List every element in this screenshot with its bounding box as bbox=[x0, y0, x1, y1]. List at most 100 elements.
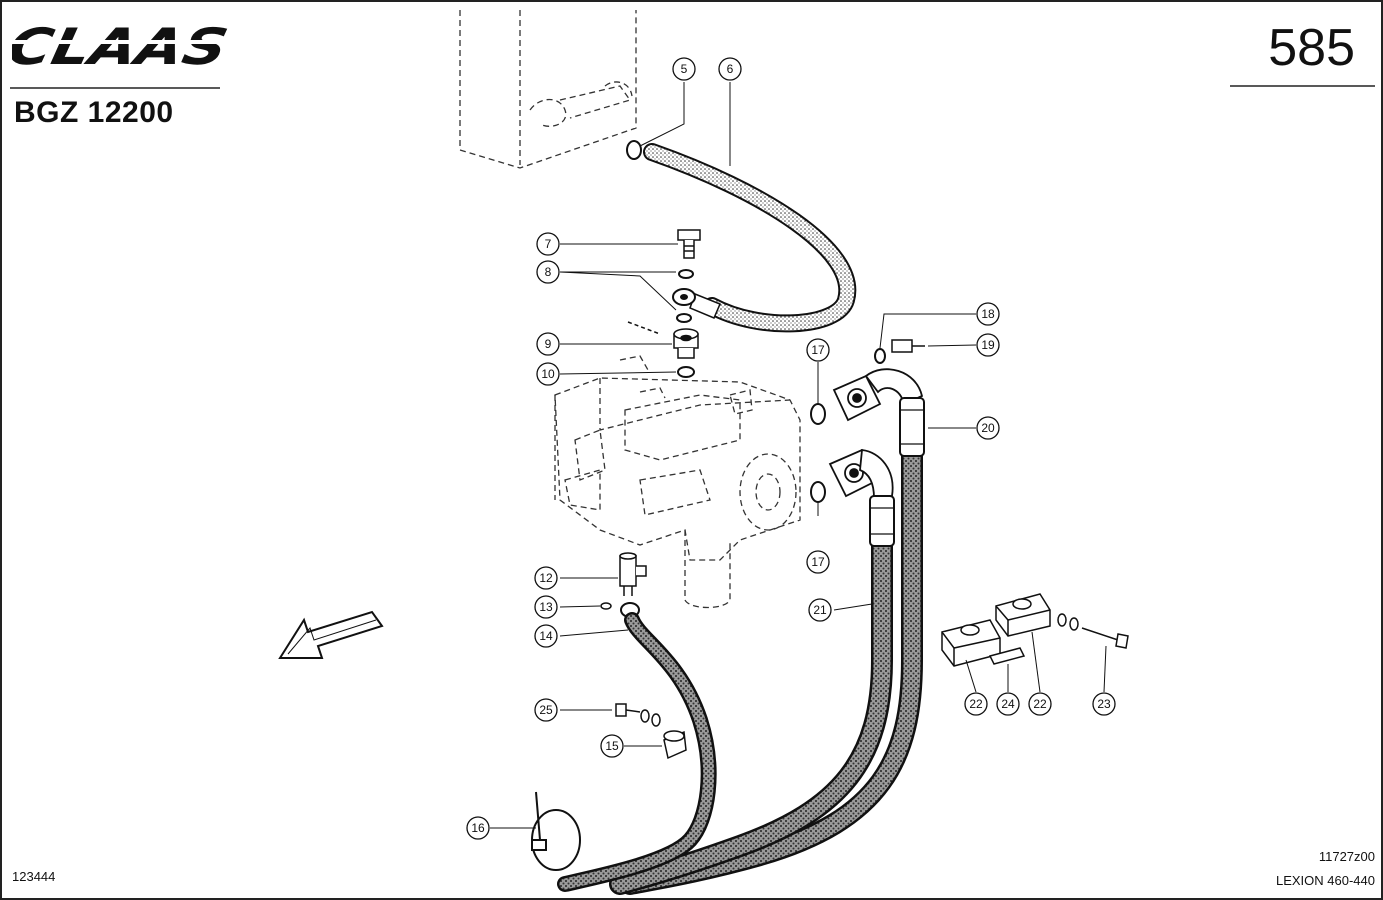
callout-label: 16 bbox=[471, 821, 485, 835]
callout-circle bbox=[672, 57, 696, 81]
callout-14: 14 bbox=[534, 624, 558, 648]
callout-label: 8 bbox=[545, 265, 552, 279]
callout-label: 17 bbox=[811, 555, 825, 569]
callout-18: 18 bbox=[976, 302, 1000, 326]
callout-9: 9 bbox=[536, 332, 560, 356]
washer-part-18 bbox=[874, 348, 886, 364]
tank-outline bbox=[459, 10, 637, 169]
washer-part-8a bbox=[678, 269, 694, 279]
hose-fitting bbox=[672, 288, 721, 319]
callout-label: 21 bbox=[813, 603, 827, 617]
clamp-block-part-22b bbox=[995, 593, 1051, 637]
callout-22: 22 bbox=[1028, 692, 1052, 716]
callout-circle bbox=[534, 624, 558, 648]
washer-part-8b bbox=[676, 313, 692, 323]
callout-label: 5 bbox=[681, 62, 688, 76]
bolt-part-23 bbox=[1057, 613, 1129, 649]
callout-circle bbox=[964, 692, 988, 716]
callout-circle bbox=[806, 550, 830, 574]
callout-10: 10 bbox=[536, 362, 560, 386]
bolt-part-19 bbox=[891, 339, 925, 353]
callout-6: 6 bbox=[718, 57, 742, 81]
callout-23: 23 bbox=[1092, 692, 1116, 716]
page-number: 585 bbox=[1268, 19, 1355, 77]
callout-24: 24 bbox=[996, 692, 1020, 716]
callout-15: 15 bbox=[600, 734, 624, 758]
valve-block-outline bbox=[554, 355, 801, 609]
callout-21: 21 bbox=[808, 598, 832, 622]
callout-label: 17 bbox=[811, 343, 825, 357]
callout-16: 16 bbox=[466, 816, 490, 840]
callout-label: 22 bbox=[969, 697, 983, 711]
flange-fitting-upper bbox=[832, 368, 924, 422]
o-ring-part-10 bbox=[677, 366, 695, 378]
callout-13: 13 bbox=[534, 595, 558, 619]
callout-circle bbox=[718, 57, 742, 81]
callout-circle bbox=[536, 362, 560, 386]
callout-17: 17 bbox=[806, 550, 830, 574]
callout-label: 20 bbox=[981, 421, 995, 435]
callout-circle bbox=[976, 416, 1000, 440]
plug-part-15 bbox=[663, 730, 687, 760]
callout-circle bbox=[466, 816, 490, 840]
callout-circle bbox=[806, 338, 830, 362]
callout-label: 15 bbox=[605, 739, 619, 753]
model-label: LEXION 460-440 bbox=[1275, 873, 1375, 888]
flange-fitting-lower bbox=[828, 448, 894, 500]
plate-part-24 bbox=[988, 647, 1026, 665]
callout-label: 22 bbox=[1033, 697, 1047, 711]
hose-part-6 bbox=[643, 143, 857, 333]
callout-label: 6 bbox=[727, 62, 734, 76]
callout-label: 25 bbox=[539, 703, 553, 717]
screw-part-25 bbox=[615, 703, 661, 727]
hose-part-21 bbox=[609, 495, 895, 895]
banjo-bolt-part-7 bbox=[677, 229, 701, 259]
callout-circle bbox=[534, 566, 558, 590]
callout-19: 19 bbox=[976, 333, 1000, 357]
callout-circle bbox=[996, 692, 1020, 716]
o-ring-part-17a bbox=[810, 403, 826, 425]
callout-20: 20 bbox=[976, 416, 1000, 440]
callout-label: 13 bbox=[539, 600, 553, 614]
drawing-number: 11727z00 bbox=[1318, 849, 1375, 864]
callout-circle bbox=[534, 595, 558, 619]
image-id: 123444 bbox=[12, 869, 56, 884]
callout-label: 9 bbox=[545, 337, 552, 351]
callout-circle bbox=[536, 260, 560, 284]
svg-text:CLAAS: CLAAS bbox=[12, 22, 233, 70]
claas-logo: CLAAS bbox=[12, 22, 234, 70]
callout-5: 5 bbox=[672, 57, 696, 81]
o-ring-part-13 bbox=[600, 602, 612, 610]
leader-lines bbox=[490, 82, 1107, 829]
callout-circle bbox=[1028, 692, 1052, 716]
document-code: BGZ 12200 bbox=[14, 96, 174, 129]
callout-label: 7 bbox=[545, 237, 552, 251]
fitting-part-12 bbox=[619, 552, 647, 596]
callout-circle bbox=[534, 698, 558, 722]
callout-label: 10 bbox=[541, 367, 555, 381]
callout-7: 7 bbox=[536, 232, 560, 256]
cable-tie-part-16 bbox=[531, 791, 581, 871]
callout-circle bbox=[536, 332, 560, 356]
callout-25: 25 bbox=[534, 698, 558, 722]
o-ring-part-17b bbox=[810, 481, 826, 503]
callout-circle bbox=[600, 734, 624, 758]
callout-circle bbox=[976, 302, 1000, 326]
clamp-block-part-22a bbox=[941, 619, 1001, 667]
callout-label: 14 bbox=[539, 629, 553, 643]
callout-circle bbox=[1092, 692, 1116, 716]
hose-part-14 bbox=[557, 602, 717, 892]
callout-17: 17 bbox=[806, 338, 830, 362]
callout-circle bbox=[976, 333, 1000, 357]
callout-12: 12 bbox=[534, 566, 558, 590]
callout-label: 23 bbox=[1097, 697, 1111, 711]
callout-circle bbox=[808, 598, 832, 622]
callout-22: 22 bbox=[964, 692, 988, 716]
callout-label: 24 bbox=[1001, 697, 1015, 711]
pipe-clamp-part-5 bbox=[626, 140, 642, 160]
callout-8: 8 bbox=[536, 260, 560, 284]
callout-label: 19 bbox=[981, 338, 995, 352]
